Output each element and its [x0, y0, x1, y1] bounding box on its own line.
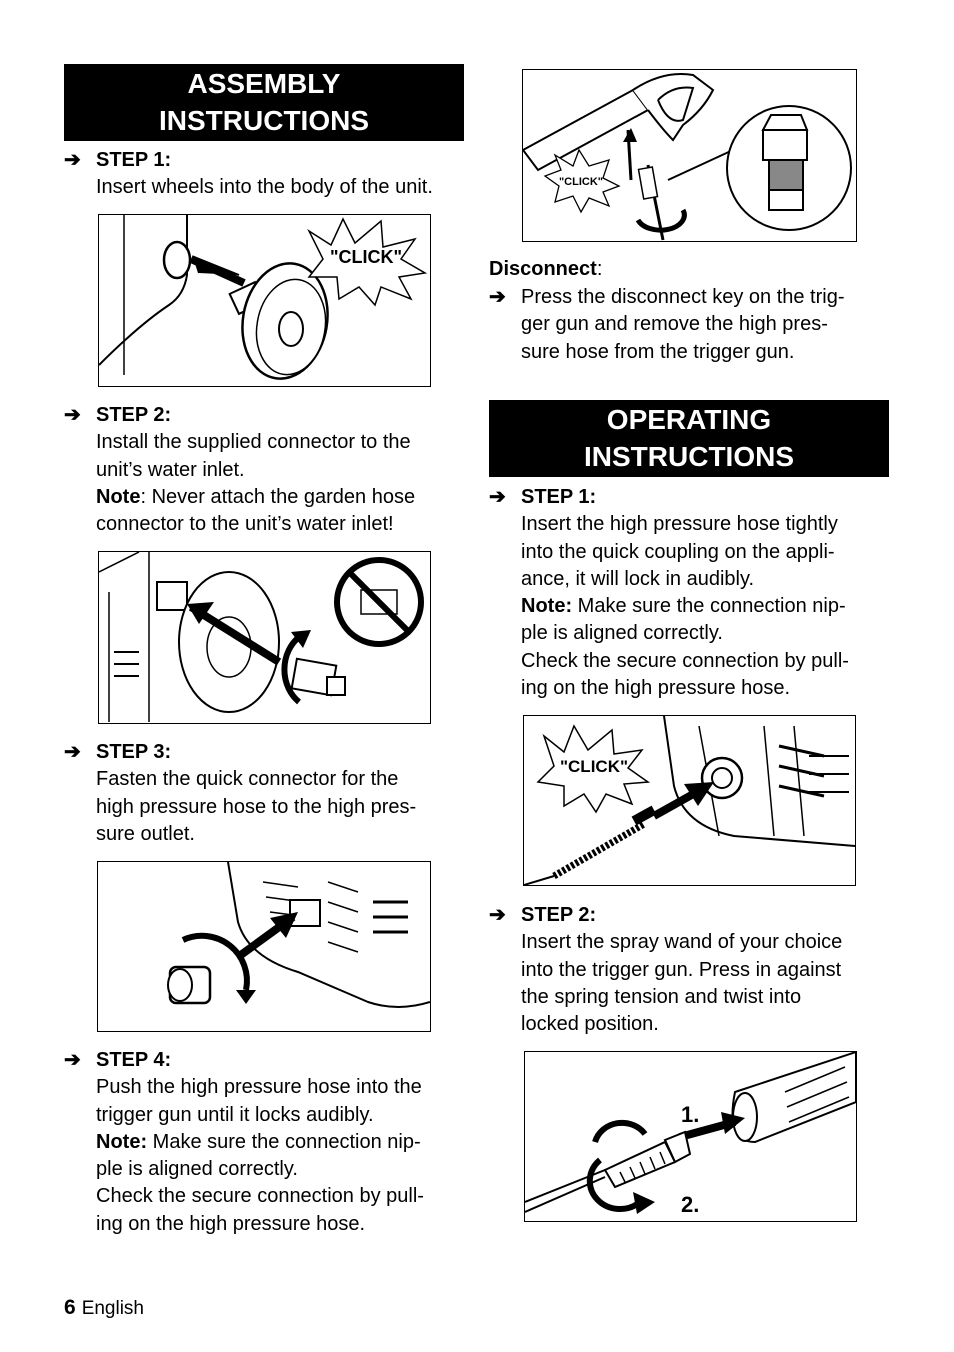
step-arrow-icon: ➔ [64, 404, 81, 426]
step-arrow-icon: ➔ [489, 486, 506, 508]
click-label: "CLICK" [330, 247, 402, 267]
figure-spray-wand: 1. 2. [524, 1051, 857, 1222]
figure-connector-install [98, 551, 431, 724]
figure-wheel-insert: "CLICK" [98, 214, 431, 387]
footer-language: English [81, 1298, 145, 1319]
figure-quick-connector [97, 861, 431, 1032]
operating-step-1: ➔ STEP 1: Insert the high pressure hose … [489, 486, 849, 700]
operating-step-2: ➔ STEP 2: Insert the spray wand of your … [489, 904, 843, 1036]
step-arrow-icon: ➔ [64, 1049, 81, 1071]
assembly-title: ASSEMBLY INSTRUCTIONS [64, 64, 464, 141]
step-arrow-icon: ➔ [489, 286, 506, 308]
step-two-label: 2. [681, 1192, 699, 1217]
disconnect-section: Disconnect: [489, 258, 603, 280]
operating-title: OPERATING INSTRUCTIONS [489, 400, 889, 477]
step-arrow-icon: ➔ [64, 149, 81, 171]
step-one-label: 1. [681, 1102, 699, 1127]
assembly-step-4: ➔ STEP 4: Push the high pressure hose in… [64, 1049, 424, 1235]
figure-trigger-gun: "CLICK" [522, 69, 857, 242]
figure-hose-coupling: "CLICK" [523, 715, 856, 886]
page-number: 6 [64, 1296, 76, 1319]
disconnect-label: Disconnect [489, 258, 597, 280]
disconnect-instruction: ➔ Press the disconnect key on the trig- … [489, 286, 845, 363]
assembly-step-3: ➔ STEP 3: Fasten the quick connector for… [64, 741, 417, 845]
step-arrow-icon: ➔ [489, 904, 506, 926]
step-arrow-icon: ➔ [64, 741, 81, 763]
assembly-step-1: ➔ STEP 1: Insert wheels into the body of… [64, 149, 433, 199]
assembly-step-2: ➔ STEP 2: Install the supplied connector… [64, 404, 416, 536]
click-label: "CLICK" [559, 176, 603, 188]
click-label: "CLICK" [560, 757, 628, 776]
